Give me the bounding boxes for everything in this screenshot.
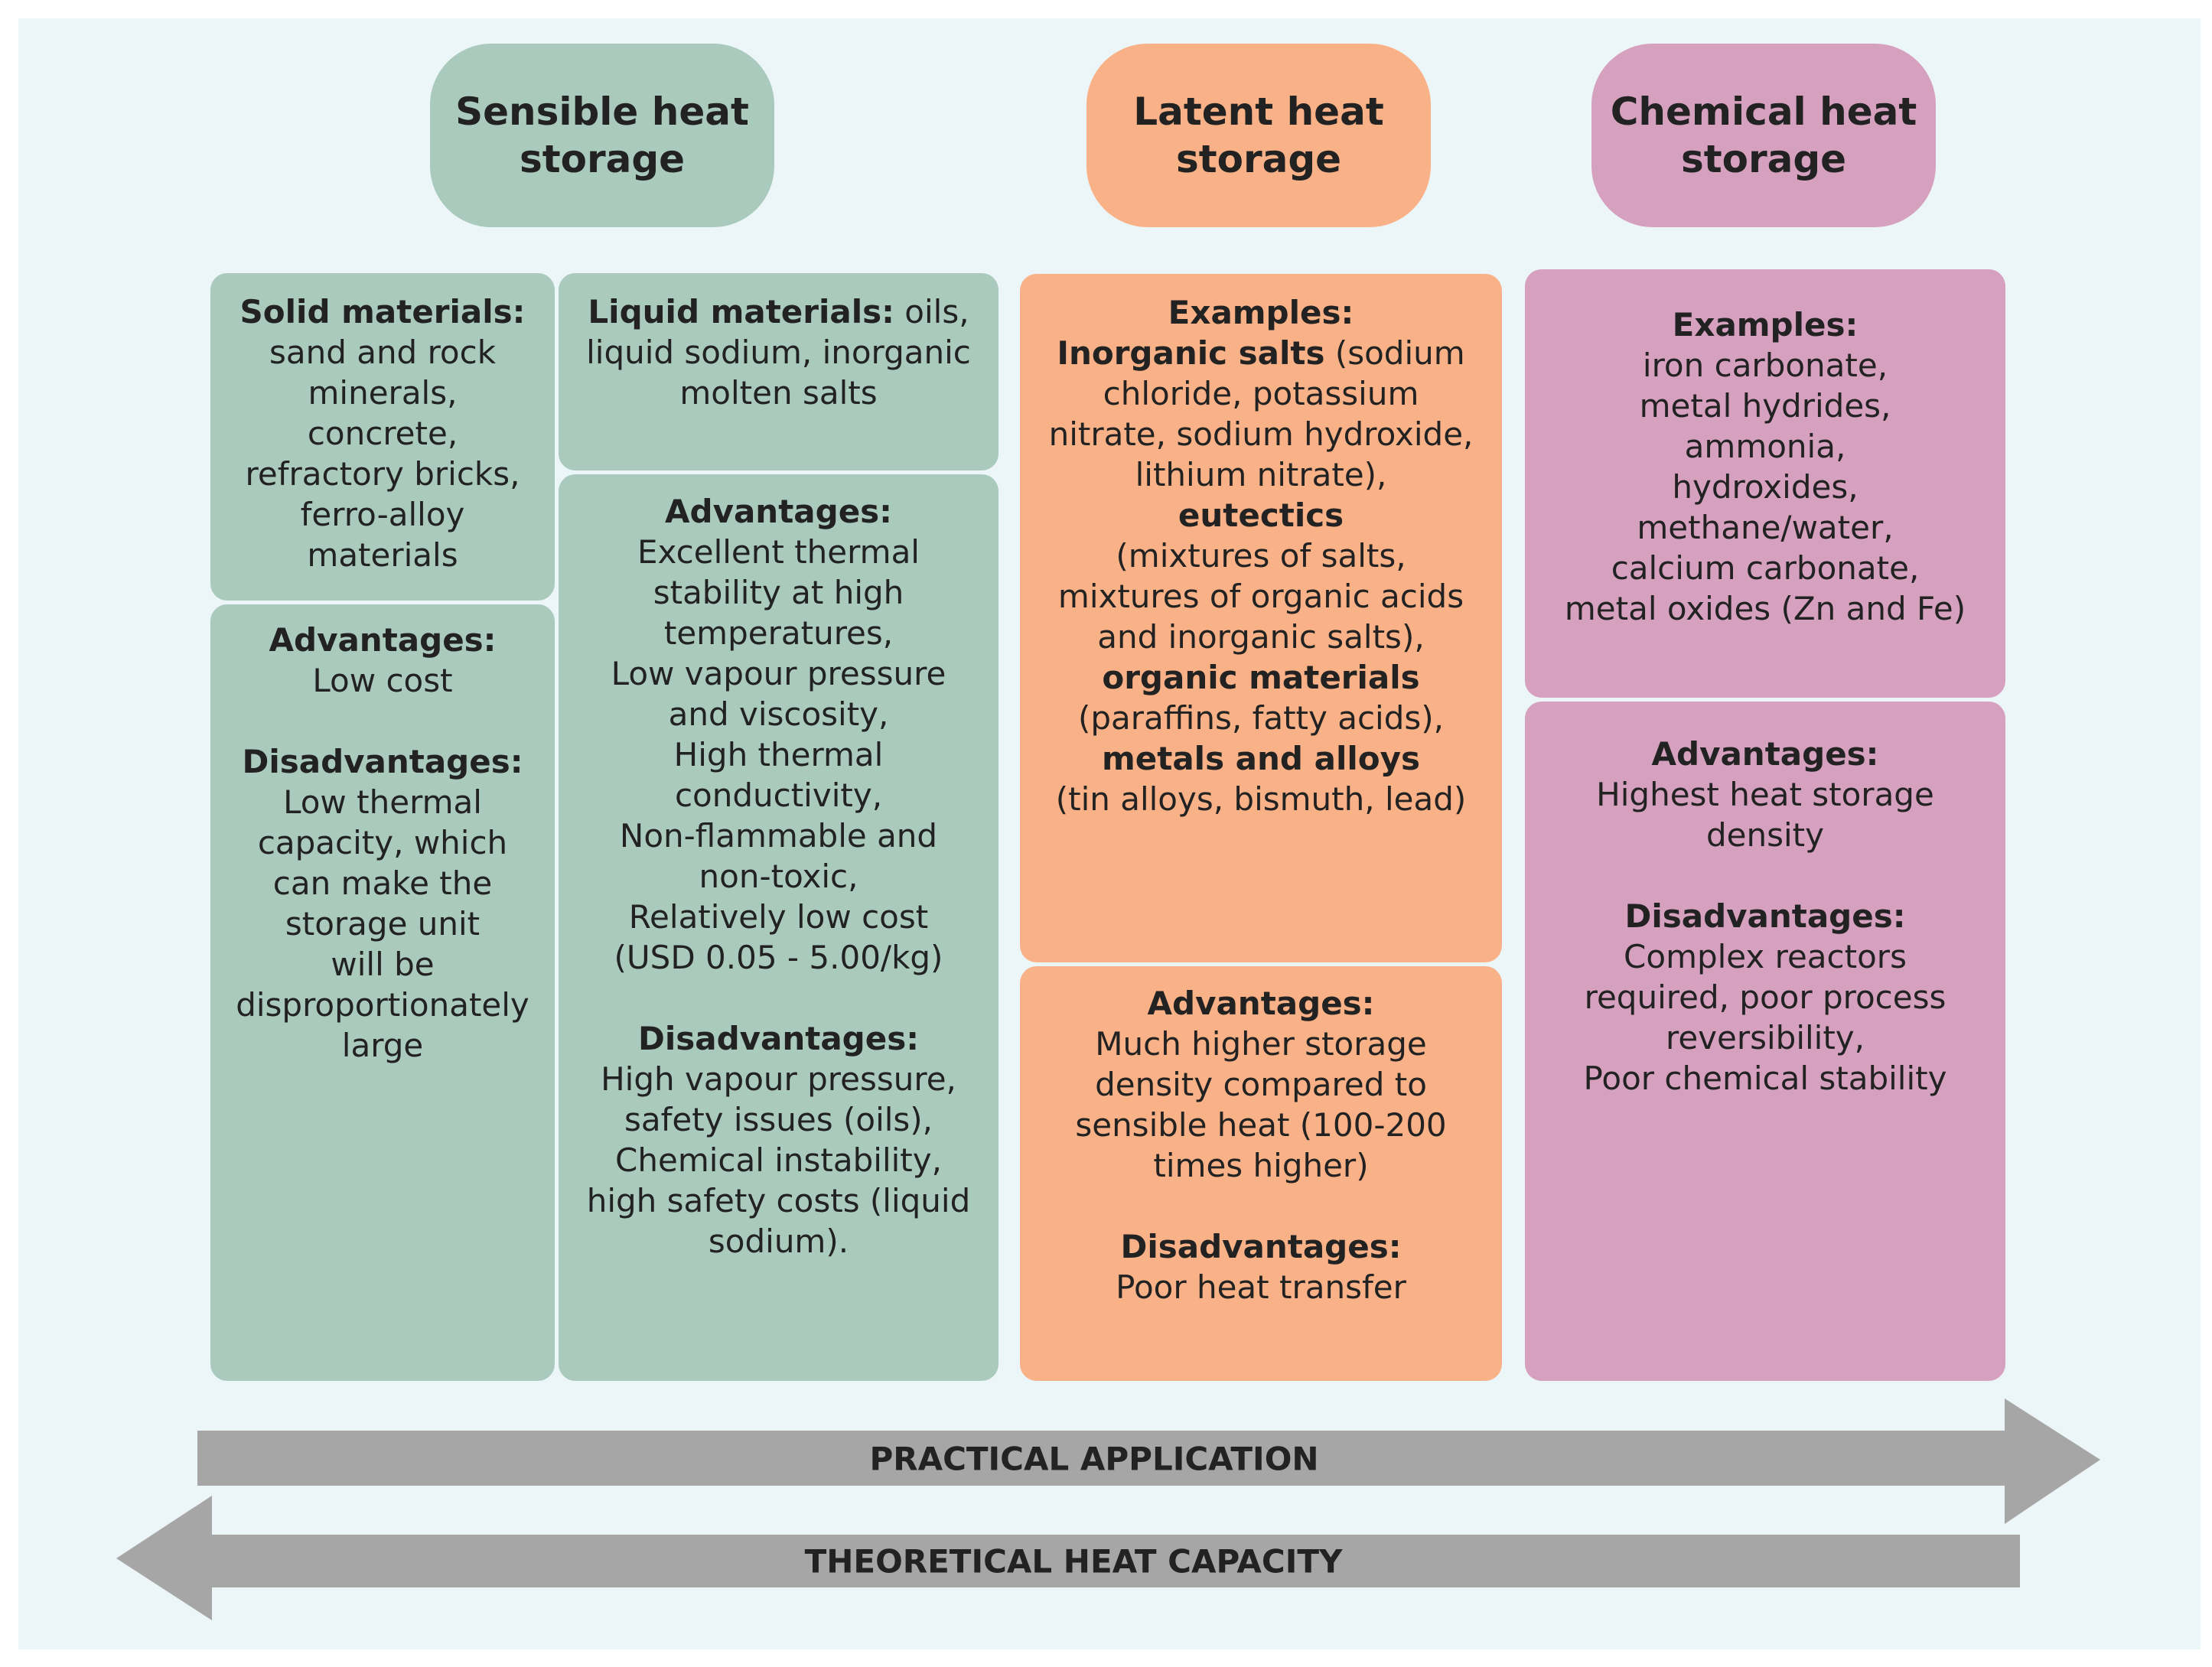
liquid-disadvantage-line: Chemical instability, — [615, 1141, 942, 1179]
latent-example-text: (paraffins, fatty acids), — [1077, 699, 1445, 737]
liquid-disadvantage-line: sodium). — [708, 1223, 849, 1260]
latent-example-text: mixtures of organic acids — [1057, 578, 1464, 615]
liquid-disadvantage-line: safety issues (oils), — [624, 1101, 933, 1138]
solid-disadvantage-line: disproportionately — [236, 986, 529, 1024]
chemical-disadvantage-line: Complex reactors — [1624, 938, 1907, 975]
chemical-disadvantages-title: Disadvantages: — [1624, 897, 1906, 935]
latent-example-text: (mixtures of salts, — [1116, 537, 1406, 575]
solid-disadvantage-line: Low thermal — [283, 783, 482, 821]
liquid-advantage-line: Relatively low cost — [628, 898, 929, 936]
chemical-advantage-line: Highest heat storage — [1596, 776, 1934, 813]
header-sensible-heat-storage: Sensible heat storage — [430, 44, 774, 227]
latent-example-text: (sodium — [1324, 334, 1465, 372]
solid-disadvantage-line: large — [341, 1027, 424, 1064]
latent-example-text: chloride, potassium — [1103, 375, 1419, 412]
liquid-disadvantages-title: Disadvantages: — [637, 1020, 920, 1057]
solid-disadvantage-line: storage unit — [285, 905, 481, 943]
solid-disadvantage-line: will be — [331, 946, 435, 983]
latent-example-bold: eutectics — [1178, 497, 1344, 534]
liquid-disadvantage-line: high safety costs (liquid — [586, 1182, 971, 1219]
header-sensible-label: Sensible heat storage — [455, 90, 749, 181]
solid-line: minerals, — [308, 374, 458, 412]
chemical-examples-title: Examples: — [1672, 306, 1859, 343]
liquid-advantage-line: conductivity, — [674, 777, 883, 814]
solid-line: ferro-alloy — [300, 496, 465, 533]
solid-disadvantage-line: capacity, which — [257, 824, 508, 861]
solid-line: sand and rock — [269, 334, 497, 371]
solid-materials-list: sand and rock minerals, concrete, refrac… — [229, 332, 536, 575]
right-arrow — [197, 1398, 2100, 1524]
solid-advantage-line: Low cost — [312, 662, 453, 699]
latent-examples-title: Examples: — [1168, 294, 1354, 331]
chemical-disadvantage-line: required, poor process — [1584, 978, 1946, 1016]
liquid-advantage-line: Non-flammable and — [619, 817, 938, 855]
solid-materials-box: Solid materials: sand and rock minerals,… — [210, 273, 555, 601]
chemical-disadvantage-line: Poor chemical stability — [1583, 1060, 1947, 1097]
chemical-advantages-title: Advantages: — [1651, 735, 1879, 773]
liquid-line: molten salts — [679, 374, 878, 412]
chemical-example-line: metal hydrides, — [1639, 387, 1891, 425]
liquid-advantage-line: and viscosity, — [668, 695, 889, 733]
liquid-disadvantage-line: High vapour pressure, — [601, 1060, 956, 1098]
header-chemical-heat-storage: Chemical heat storage — [1591, 44, 1936, 227]
solid-disadvantages-title: Disadvantages: — [242, 743, 523, 780]
liquid-line: liquid sodium, inorganic — [586, 334, 971, 371]
solid-line: refractory bricks, — [245, 455, 520, 493]
liquid-advantage-line: Excellent thermal — [637, 533, 920, 571]
liquid-materials-box: Liquid materials: oils, liquid sodium, i… — [559, 273, 998, 470]
latent-advantage-line: Much higher storage — [1095, 1025, 1427, 1063]
latent-example-text: and inorganic salts), — [1097, 618, 1425, 656]
latent-example-bold: metals and alloys — [1102, 740, 1420, 777]
chemical-example-line: calcium carbonate, — [1611, 549, 1920, 587]
liquid-advantages-title: Advantages: — [665, 493, 892, 530]
latent-disadvantage-line: Poor heat transfer — [1116, 1268, 1406, 1306]
liquid-advantage-line: temperatures, — [663, 614, 894, 652]
theoretical-heat-capacity-label: THEORETICAL HEAT CAPACITY — [804, 1542, 1343, 1581]
liquid-advantage-line: stability at high — [653, 574, 904, 611]
chemical-example-line: methane/water, — [1637, 509, 1894, 546]
latent-disadvantages-title: Disadvantages: — [1120, 1228, 1402, 1265]
header-latent-label: Latent heat storage — [1133, 90, 1384, 181]
chemical-advantage-line: density — [1706, 816, 1824, 854]
latent-examples-box: Examples: Inorganic salts (sodium chlori… — [1020, 274, 1502, 962]
latent-example-text: nitrate, sodium hydroxide, — [1048, 415, 1474, 453]
liquid-advantages-box: Advantages: Excellent thermal stability … — [559, 474, 998, 1381]
solid-line: concrete, — [307, 415, 458, 452]
practical-application-label: PRACTICAL APPLICATION — [869, 1440, 1319, 1478]
header-chemical-label: Chemical heat storage — [1610, 90, 1917, 181]
liquid-advantage-line: High thermal — [673, 736, 884, 773]
liquid-advantage-line: non-toxic, — [699, 858, 858, 895]
liquid-advantage-line: Low vapour pressure — [611, 655, 946, 692]
liquid-advantage-line: (USD 0.05 - 5.00/kg) — [614, 939, 943, 976]
solid-disadvantage-line: can make the — [272, 864, 493, 902]
liquid-materials-title-rest: oils, — [894, 293, 969, 330]
left-arrow — [116, 1496, 2020, 1620]
latent-example-text: (tin alloys, bismuth, lead) — [1055, 780, 1467, 818]
latent-advantages-box: Advantages: Much higher storage density … — [1020, 966, 1502, 1381]
chemical-example-line: hydroxides, — [1672, 468, 1859, 506]
latent-advantage-line: times higher) — [1153, 1147, 1369, 1184]
solid-line: materials — [307, 536, 458, 574]
chemical-advantages-box: Advantages: Highest heat storage density… — [1525, 702, 2005, 1381]
liquid-materials-title: Liquid materials: — [588, 293, 894, 330]
solid-advantages-box: Advantages: Low cost Disadvantages: Low … — [210, 604, 555, 1381]
latent-advantages-title: Advantages: — [1147, 985, 1375, 1022]
solid-materials-title: Solid materials: — [239, 293, 526, 330]
latent-example-bold: Inorganic salts — [1057, 334, 1325, 372]
chemical-example-line: ammonia, — [1684, 428, 1846, 465]
chemical-disadvantage-line: reversibility, — [1665, 1019, 1865, 1057]
chemical-example-line: metal oxides (Zn and Fe) — [1564, 590, 1966, 627]
latent-advantage-line: density compared to — [1095, 1066, 1427, 1103]
chemical-examples-box: Examples: iron carbonate, metal hydrides… — [1525, 269, 2005, 698]
solid-advantages-title: Advantages: — [269, 621, 497, 659]
latent-example-bold: organic materials — [1102, 659, 1420, 696]
header-latent-heat-storage: Latent heat storage — [1086, 44, 1431, 227]
latent-advantage-line: sensible heat (100-200 — [1075, 1106, 1447, 1144]
latent-example-text: lithium nitrate), — [1135, 456, 1387, 493]
chemical-example-line: iron carbonate, — [1642, 347, 1888, 384]
